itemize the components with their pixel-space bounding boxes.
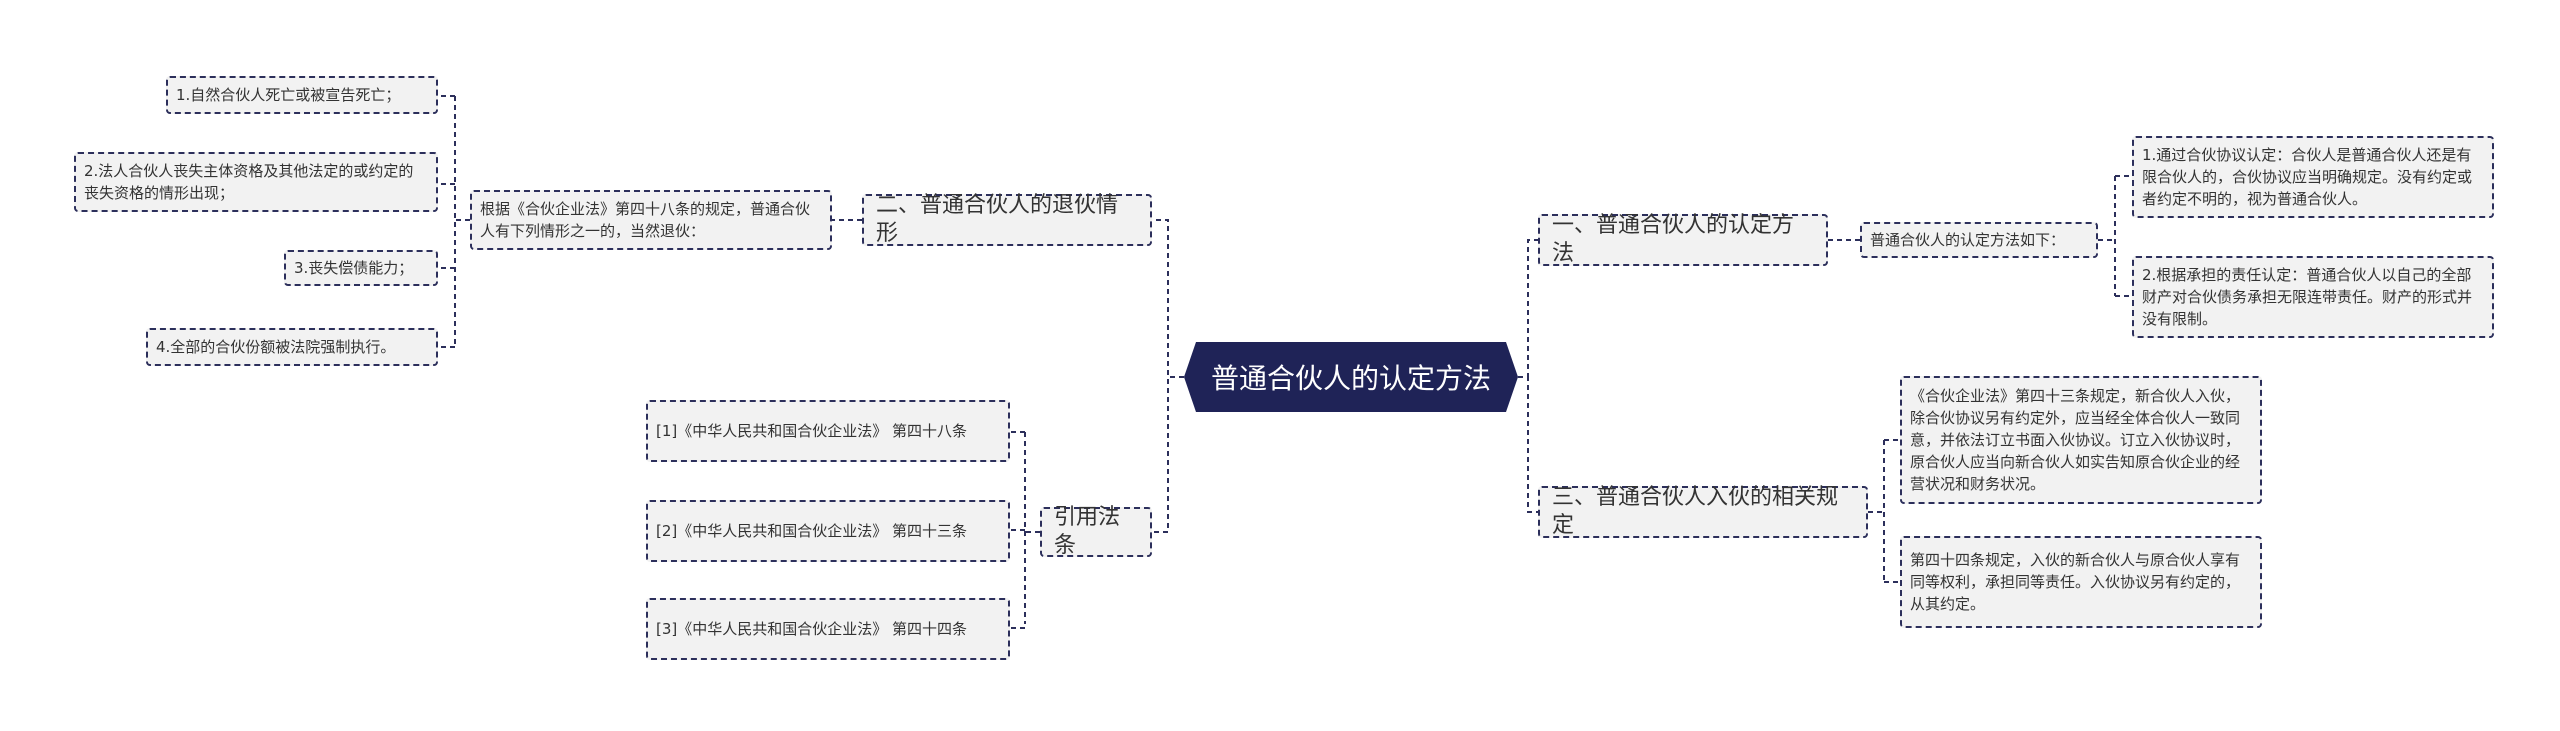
connector-root-withdrawal xyxy=(1152,219,1184,378)
admission-item-1[interactable]: 《合伙企业法》第四十三条规定，新合伙人入伙，除合伙协议另有约定外，应当经全体合伙… xyxy=(1900,376,2262,504)
branch-references[interactable]: 引用法条 xyxy=(1040,505,1152,558)
withdrawal-intro[interactable]: 根据《合伙企业法》第四十八条的规定，普通合伙人有下列情形之一的，当然退伙： xyxy=(470,190,832,250)
connector-admission-items xyxy=(1868,439,1900,583)
branch-admission[interactable]: 三、普通合伙人入伙的相关规定 xyxy=(1538,485,1868,538)
withdrawal-item-3[interactable]: 3.丧失偿债能力； xyxy=(284,250,438,286)
identification-item-2[interactable]: 2.根据承担的责任认定：普通合伙人以自己的全部财产对合伙债务承担无限连带责任。财… xyxy=(2132,256,2494,338)
branch-identification[interactable]: 一、普通合伙人的认定方法 xyxy=(1538,213,1828,266)
identification-item-1[interactable]: 1.通过合伙协议认定：合伙人是普通合伙人还是有限合伙人的，合伙协议应当明确规定。… xyxy=(2132,136,2494,218)
connector-references-items xyxy=(1010,431,1040,629)
root-shape xyxy=(1184,342,1518,412)
withdrawal-item-4[interactable]: 4.全部的合伙份额被法院强制执行。 xyxy=(146,328,438,366)
withdrawal-item-1[interactable]: 1.自然合伙人死亡或被宣告死亡； xyxy=(166,76,438,114)
branch-withdrawal[interactable]: 二、普通合伙人的退伙情形 xyxy=(862,193,1152,246)
connector-root-identification xyxy=(1518,239,1538,378)
root-node[interactable]: 普通合伙人的认定方法 xyxy=(1184,342,1518,412)
connector-root-admission xyxy=(1518,376,1538,513)
withdrawal-item-2[interactable]: 2.法人合伙人丧失主体资格及其他法定的或约定的丧失资格的情形出现； xyxy=(74,152,438,212)
connector-root-references xyxy=(1152,376,1184,533)
identification-intro[interactable]: 普通合伙人的认定方法如下： xyxy=(1860,222,2098,258)
reference-item-3[interactable]: [3]《中华人民共和国合伙企业法》 第四十四条 xyxy=(646,598,1010,660)
root-label: 普通合伙人的认定方法 xyxy=(1210,362,1491,395)
connector-identification-items xyxy=(2098,175,2132,297)
reference-item-2[interactable]: [2]《中华人民共和国合伙企业法》 第四十三条 xyxy=(646,500,1010,562)
reference-item-1[interactable]: [1]《中华人民共和国合伙企业法》 第四十八条 xyxy=(646,400,1010,462)
connector-withdrawal-items xyxy=(438,95,470,348)
admission-item-2[interactable]: 第四十四条规定，入伙的新合伙人与原合伙人享有同等权利，承担同等责任。入伙协议另有… xyxy=(1900,536,2262,628)
